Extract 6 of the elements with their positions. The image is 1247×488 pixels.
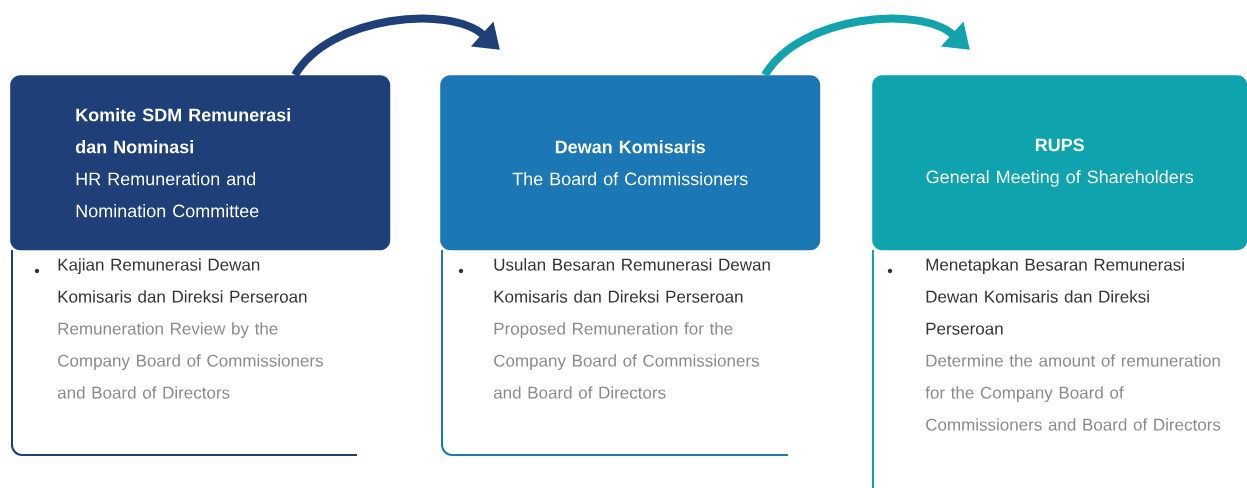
detail-panel: Menetapkan Besaran Remunerasi Dewan Komisaris dan Direksi Perseroan Determine the amount of remuneration for the Company Board of Commissioners and Board of Directors xyxy=(872,249,1247,488)
header-box: RUPS General Meeting of Shareholders xyxy=(872,75,1247,251)
detail-panel: Usulan Besaran Remunerasi Dewan Komisaris dan Direksi Perseroan Proposed Remuneration for the Company Board of Commissioners and Board of Directors xyxy=(441,249,789,456)
header-box: Komite SDM Remunerasi dan Nominasi HR Remuneration and Nomination Committee xyxy=(10,75,391,251)
header-box: Dewan Komisaris The Board of Commissioners xyxy=(440,75,821,251)
detail-panel: Kajian Remunerasi Dewan Komisaris dan Direksi Perseroan Remuneration Review by the Company Board of Commissioners and Board of Directors xyxy=(11,249,358,456)
